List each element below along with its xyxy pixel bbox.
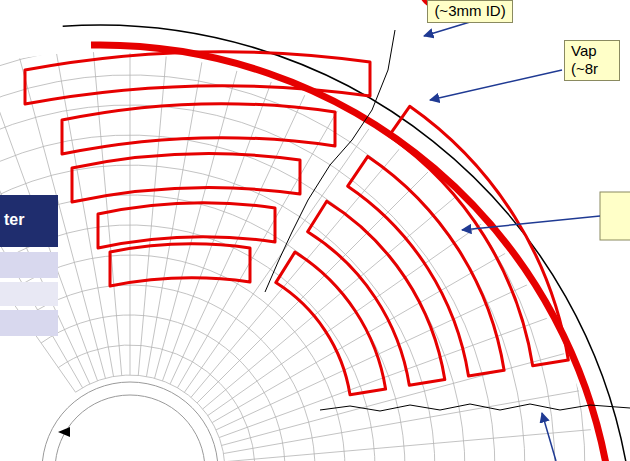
cooling-loop	[62, 104, 335, 154]
pointer-arrow	[58, 427, 70, 437]
table-cell	[0, 310, 58, 336]
mesh-radial	[191, 41, 490, 397]
mesh-radial	[162, 0, 321, 381]
sector-boundary	[265, 30, 395, 292]
callout-box	[600, 192, 630, 240]
mesh-arc	[0, 195, 405, 461]
table-header-cell	[0, 195, 58, 247]
mesh-radial	[0, 0, 90, 384]
mesh-arc	[0, 0, 615, 461]
cooling-loop	[389, 106, 568, 365]
callout-box: (~3mm ID)	[427, 0, 512, 23]
mesh-arc	[0, 45, 555, 461]
table-cell	[0, 282, 58, 306]
bore-ring	[42, 382, 218, 461]
mesh-arc	[0, 165, 435, 461]
cooling-loop	[308, 201, 445, 385]
callout-text: Vap (~8r	[571, 42, 613, 78]
mesh-radial	[224, 373, 630, 454]
bore-circle	[55, 395, 205, 461]
table-cell	[0, 252, 58, 278]
sector-boundary	[320, 404, 630, 411]
leader-arrow	[542, 413, 556, 461]
mesh-radial	[0, 0, 105, 378]
mesh-radial	[225, 421, 630, 461]
mesh-arc	[0, 75, 525, 461]
cooling-loop	[72, 154, 300, 202]
leader-arrow	[430, 70, 562, 100]
mesh-radial	[0, 0, 83, 388]
leader-arrow	[424, 22, 470, 36]
outer-rings	[63, 25, 629, 461]
cooling-loop	[110, 244, 250, 286]
outer-shell	[63, 25, 629, 461]
callout-text: (~3mm ID)	[434, 2, 505, 20]
cooling-loop	[276, 252, 386, 395]
cooling-loop	[25, 52, 370, 104]
vapor-line	[91, 45, 610, 461]
mesh-arc	[0, 135, 465, 461]
mesh-radial	[0, 0, 98, 381]
callout-box: Vap (~8r	[564, 40, 620, 81]
cooling-loop	[98, 203, 275, 248]
leader-arrow	[462, 216, 600, 230]
cooling-loop	[348, 156, 504, 376]
table-header-text: ter	[4, 210, 24, 230]
